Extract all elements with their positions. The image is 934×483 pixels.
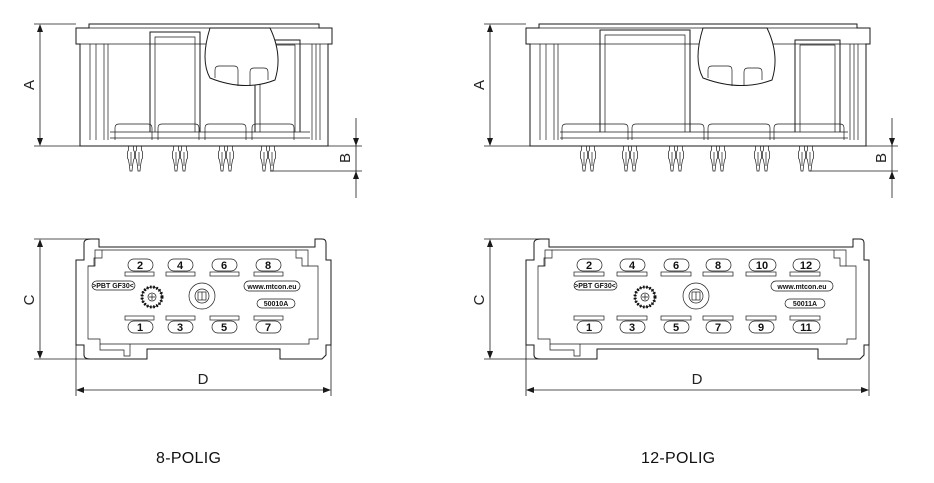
dim-label-a: A [471, 80, 488, 90]
dim-label-b: B [873, 153, 890, 163]
coding-key-icon [682, 282, 710, 310]
pin-labels-top-right: 2 4 6 8 10 12 [576, 258, 821, 272]
pin-label: 3 [629, 322, 635, 334]
date-code-dial-icon [140, 285, 164, 309]
contact-slot [702, 315, 734, 321]
pin-label: 6 [673, 260, 679, 272]
dimension-a-right: A [471, 23, 530, 147]
dimension-b-right: B [810, 118, 898, 198]
contact-slot [573, 315, 605, 321]
pin-label: 9 [758, 322, 764, 334]
pin-label: 1 [586, 322, 592, 334]
dim-label-b: B [337, 153, 354, 163]
terminal-pin [127, 145, 135, 172]
pin-label: 4 [629, 260, 636, 272]
pin-label: 3 [177, 322, 183, 334]
contact-slot [745, 271, 777, 277]
terminal-pin [588, 145, 596, 172]
terminal-pin [798, 145, 806, 172]
contact-slot [660, 315, 692, 321]
material-tag: >PBT GF30< [92, 283, 134, 290]
terminal-pin [135, 145, 143, 172]
terminal-pin [676, 145, 684, 172]
pin-label: 12 [800, 260, 812, 272]
terminal-pin [172, 145, 180, 172]
pin-labels-top-left: 2 4 6 8 [127, 258, 282, 272]
side-view-12-pole [525, 23, 871, 172]
pin-label: 2 [586, 260, 592, 272]
pin-label: 4 [177, 260, 184, 272]
terminal-pin [260, 145, 268, 172]
dimension-c-left: C [21, 238, 91, 360]
terminal-pin [762, 145, 770, 172]
terminal-pin [226, 145, 234, 172]
terminal-pin [580, 145, 588, 172]
terminal-pin [710, 145, 718, 172]
terminal-pin [668, 145, 676, 172]
dim-label-d: D [198, 371, 209, 388]
pin-label: 1 [137, 322, 143, 334]
pin-group [580, 145, 814, 172]
material-tag: >PBT GF30< [574, 283, 616, 290]
dimension-d-left: D [75, 345, 332, 396]
part-number-label: 50011A [793, 301, 817, 308]
pin-label: 6 [221, 260, 227, 272]
contact-slot [616, 271, 648, 277]
dimension-b-left: B [270, 118, 362, 198]
dim-label-a: A [21, 80, 38, 90]
dimension-d-right: D [525, 345, 870, 396]
pin-label: 2 [137, 260, 143, 272]
pin-label: 11 [800, 322, 812, 334]
part-number-label: 50010A [264, 301, 289, 308]
terminal-pin [180, 145, 188, 172]
terminal-pin [630, 145, 638, 172]
pin-labels-bottom-right: 1 3 5 7 9 11 [576, 320, 821, 334]
front-view-8-pole: 2 4 6 8 1 3 5 7 >PBT GF30< [75, 238, 332, 360]
terminal-pin [622, 145, 630, 172]
caption-8-pole: 8-POLIG [156, 450, 222, 467]
caption-12-pole: 12-POLIG [641, 450, 716, 467]
side-view-8-pole [75, 23, 333, 172]
contact-slot [745, 315, 777, 321]
contact-slot [702, 271, 734, 277]
dimension-c-right: C [471, 238, 541, 360]
pin-group [127, 145, 276, 172]
contact-slot [789, 315, 821, 321]
contact-slot [573, 271, 605, 277]
terminal-pin [754, 145, 762, 172]
dim-label-d: D [692, 371, 703, 388]
slot-rects-left [124, 271, 284, 321]
pin-labels-bottom-left: 1 3 5 7 [127, 320, 282, 334]
terminal-pin [718, 145, 726, 172]
pin-label: 7 [265, 322, 271, 334]
website-label: www.mtcon.eu [246, 284, 296, 291]
front-view-12-pole: 2 4 6 8 10 12 1 3 5 7 9 11 >PBT G [525, 238, 870, 360]
pin-label: 10 [756, 260, 768, 272]
contact-slot [789, 271, 821, 277]
terminal-pin [218, 145, 226, 172]
contact-slot [616, 315, 648, 321]
coding-key-icon [188, 282, 216, 310]
dim-label-c: C [471, 294, 488, 305]
dim-label-c: C [21, 294, 38, 305]
pin-label: 7 [715, 322, 721, 334]
pin-label: 5 [673, 322, 679, 334]
contact-slot [660, 271, 692, 277]
date-code-dial-icon [633, 285, 657, 309]
website-label: www.mtcon.eu [776, 284, 826, 291]
pin-label: 8 [265, 260, 271, 272]
dimension-a-left: A [21, 23, 80, 147]
pin-label: 5 [221, 322, 227, 334]
pin-label: 8 [715, 260, 721, 272]
slot-rects-right [573, 271, 821, 321]
